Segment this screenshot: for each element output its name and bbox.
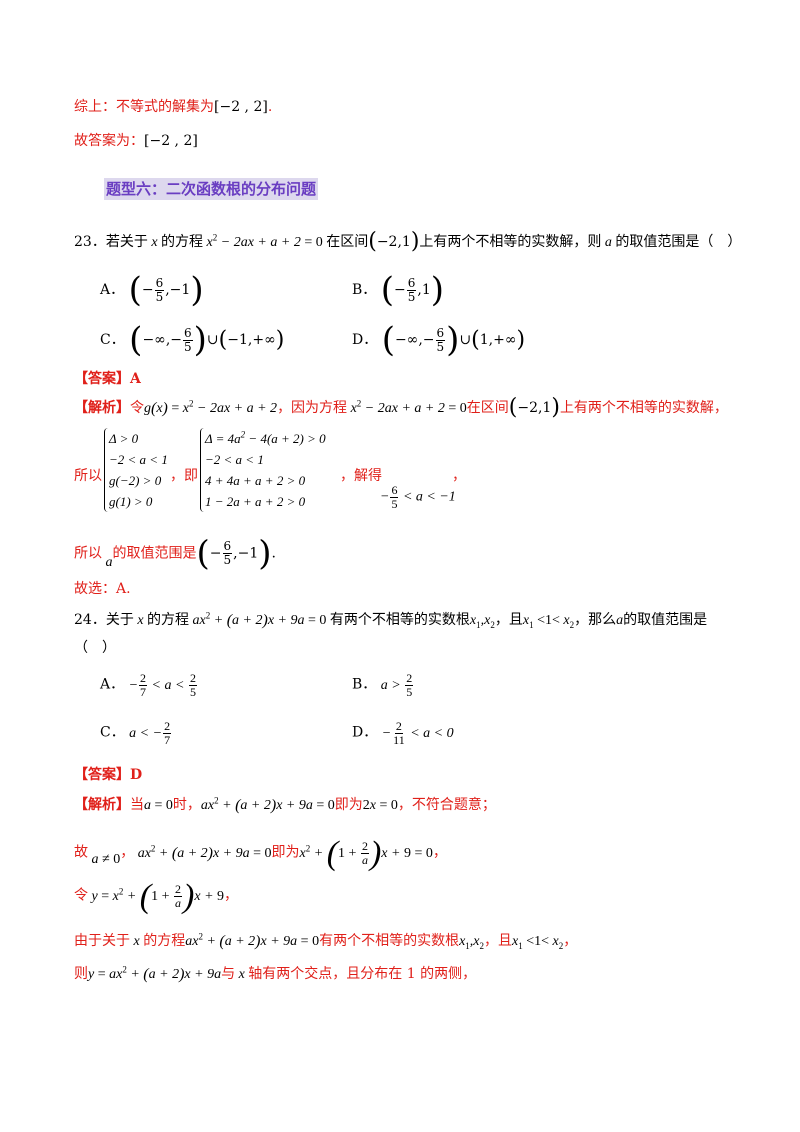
q23-system-1: Δ > 0 −2 < a < 1 g(−2) > 0 g(1) > 0	[104, 428, 168, 512]
summary-line-2: 故答案为：[−2 , 2]	[74, 133, 198, 149]
q23-analysis: 【解析】令g(x) = x2 − 2ax + a + 2，因为方程 x2 − 2…	[74, 395, 728, 420]
q24-analysis-2: 故 a ≠ 0， ax2 + (a + 2)x + 9a = 0即为x2 + (…	[74, 834, 447, 872]
summary-line-1: 综上：不等式的解集为[−2 , 2].	[74, 99, 273, 115]
q23-solve-label: ，解得	[340, 468, 382, 484]
q24-analysis-1: 【解析】当a = 0时，ax2 + (a + 2)x + 9a = 0即为2x …	[74, 795, 496, 814]
q23-stem: 23．若关于 x 的方程 x2 − 2ax + a + 2 = 0 在区间(−2…	[74, 229, 742, 254]
q24-stem: 24．关于 x 的方程 ax2 + (a + 2)x + 9a = 0 有两个不…	[74, 610, 708, 630]
section-heading: 题型六：二次函数根的分布问题	[104, 178, 319, 200]
q23-so-label: 所以	[74, 468, 102, 484]
q24-stem-paren: （ ）	[74, 640, 116, 656]
q23-answer: 【答案】A	[74, 371, 141, 387]
q23-system-2: Δ = 4a2 − 4(a + 2) > 0 −2 < a < 1 4 + 4a…	[200, 428, 326, 512]
q24-answer: 【答案】D	[74, 767, 143, 783]
q23-ie-label: ，即	[170, 468, 198, 484]
q24-analysis-5: 则y = ax2 + (a + 2)x + 9a与 x 轴有两个交点，且分布在 …	[74, 964, 477, 983]
q23-comma: ，	[452, 468, 466, 484]
q24-analysis-4: 由于关于 x 的方程ax2 + (a + 2)x + 9a = 0有两个不相等的…	[74, 931, 578, 951]
q23-choose: 故选：A.	[74, 581, 131, 597]
